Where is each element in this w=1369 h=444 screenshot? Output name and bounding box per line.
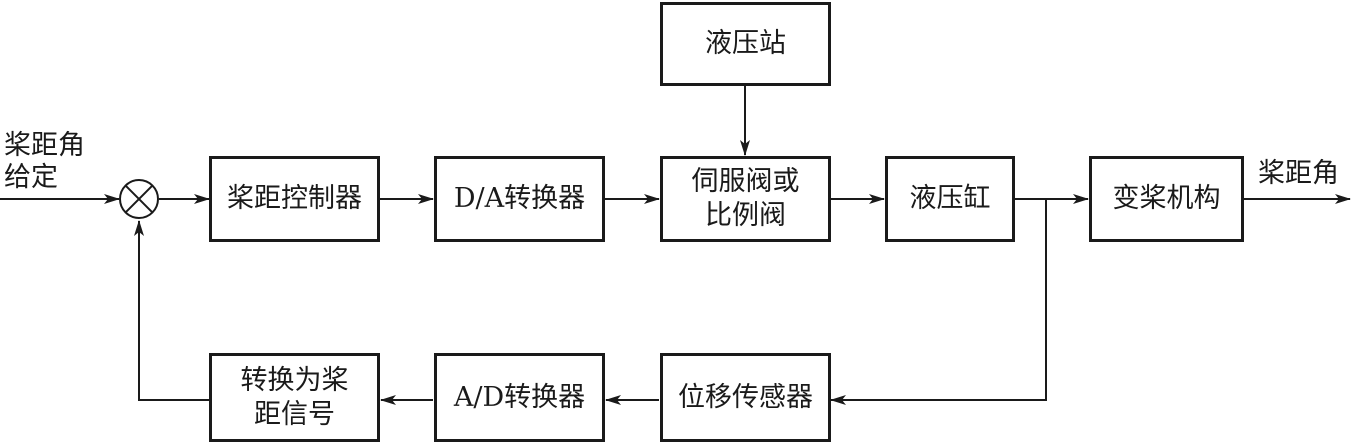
block-displacement-sensor: 位移传感器 [660,353,831,442]
summing-junction-cross-b [124,184,154,214]
block-ad-converter-label: A/D转换器 [453,381,586,413]
input-label: 桨距角 给定 [4,130,85,193]
block-da-converter-label: D/A转换器 [453,183,586,214]
output-label: 桨距角 [1258,158,1339,189]
block-ad-converter: A/D转换器 [434,353,605,442]
block-servo-valve-label: 伺服阀或 比例阀 [691,166,800,231]
block-pitch-controller-label: 桨距控制器 [227,183,362,214]
block-servo-valve: 伺服阀或 比例阀 [660,156,831,242]
block-hydraulic-cylinder-label: 液压缸 [909,183,991,214]
block-pitch-mechanism: 变桨机构 [1089,156,1244,242]
block-hydraulic-cylinder: 液压缸 [885,156,1015,242]
block-pitch-mechanism-label: 变桨机构 [1112,183,1221,214]
block-pitch-signal-conversion-label: 转换为桨 距信号 [240,364,349,430]
block-pitch-controller: 桨距控制器 [209,156,380,242]
feedback-line-to-junction [134,220,209,401]
block-displacement-sensor-label: 位移传感器 [678,381,813,413]
block-pitch-signal-conversion: 转换为桨 距信号 [209,353,380,442]
block-hydraulic-station: 液压站 [660,2,831,86]
block-da-converter: D/A转换器 [434,156,605,242]
feedback-line-to-sensor [830,199,1047,405]
block-hydraulic-station-label: 液压站 [705,28,786,59]
